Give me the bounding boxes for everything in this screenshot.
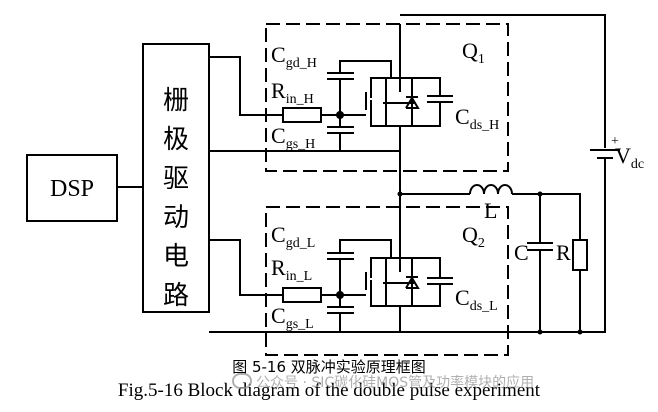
gate-line-l bbox=[209, 239, 283, 296]
cds-h-label: Cds_H bbox=[455, 104, 499, 133]
gate-driver-label: 栅 极 驱 动 电 路 bbox=[163, 86, 189, 311]
junction-dot-h bbox=[336, 111, 344, 119]
gate-driver-block bbox=[142, 43, 210, 313]
inductor-label: L bbox=[484, 198, 497, 223]
q1-module-outline bbox=[265, 23, 509, 172]
cgd-l-label: Cgd_L bbox=[271, 222, 315, 251]
q1-source-path bbox=[370, 113, 400, 127]
q1-diode bbox=[405, 96, 420, 109]
rin-l-label: Rin_L bbox=[271, 255, 312, 284]
dc-bus-top bbox=[400, 14, 606, 148]
gate-line-h bbox=[209, 56, 283, 116]
gate-driver-char-6: 路 bbox=[163, 281, 189, 311]
cgs-h-label: Cgs_H bbox=[271, 123, 315, 152]
rin-l-resistor bbox=[282, 287, 322, 303]
gate-driver-char-1: 栅 bbox=[163, 86, 189, 116]
rin-h-label: Rin_H bbox=[271, 78, 314, 107]
caption-english: Fig.5-16 Block diagram of the double pul… bbox=[117, 380, 541, 401]
watermark-text: 公众号 · SIC碳化硅MOS管及功率模块的应用 bbox=[256, 375, 535, 391]
gate-driver-char-4: 动 bbox=[163, 203, 189, 233]
cgd-h-label: Cgd_H bbox=[271, 42, 317, 71]
q2-source-path bbox=[370, 293, 400, 307]
q2-label: Q2 bbox=[462, 222, 485, 251]
inductor-coil bbox=[469, 184, 513, 195]
vdc-label: Vdc bbox=[615, 143, 644, 172]
watermark: 公众号 · SIC碳化硅MOS管及功率模块的应用 bbox=[232, 372, 534, 392]
gate-driver-char-3: 驱 bbox=[163, 164, 189, 194]
cds-l-label: Cds_L bbox=[455, 285, 498, 314]
gate-driver-char-5: 电 bbox=[163, 242, 189, 272]
dsp-label: DSP bbox=[50, 176, 94, 202]
load-cap-label: C bbox=[514, 240, 529, 265]
q1-label: Q1 bbox=[462, 38, 485, 67]
wechat-icon bbox=[232, 373, 252, 389]
vdc-plus: + bbox=[611, 134, 619, 149]
load-res-label: R bbox=[556, 240, 571, 265]
junction-dot-l bbox=[336, 291, 344, 299]
q2-module-outline bbox=[265, 206, 509, 356]
q2-diode bbox=[405, 276, 420, 289]
gate-driver-char-2: 极 bbox=[163, 125, 189, 155]
rin-h-resistor bbox=[282, 107, 322, 123]
load-resistor bbox=[572, 239, 588, 271]
caption-chinese: 图 5-16 双脉冲实验原理框图 bbox=[232, 358, 426, 376]
cgs-l-label: Cgs_L bbox=[271, 303, 314, 332]
